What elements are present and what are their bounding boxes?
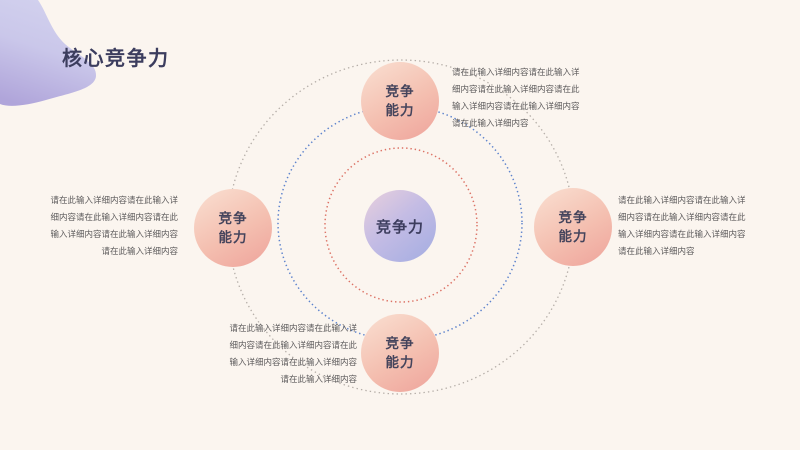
description-right: 请在此输入详细内容请在此输入详细内容请在此输入详细内容请在此输入详细内容请在此输… [618, 195, 746, 256]
middle-blue-ring [277, 105, 523, 341]
satellite-circle-top: 竞争 能力 [361, 62, 439, 140]
satellite-top-label-line2: 能力 [385, 103, 415, 118]
satellite-circle-bottom: 竞争 能力 [361, 314, 439, 392]
center-circle: 竞争力 [364, 190, 436, 262]
center-circle-label: 竞争力 [375, 218, 424, 236]
inner-red-ring [324, 147, 478, 303]
description-bottom: 请在此输入详细内容请在此输入详细内容请在此输入详细内容请在此输入详细内容请在此输… [229, 323, 357, 384]
satellite-right-label-line2: 能力 [558, 229, 588, 244]
satellite-bottom-label-line2: 能力 [385, 355, 415, 370]
satellite-circle-left: 竞争 能力 [194, 189, 272, 267]
description-top: 请在此输入详细内容请在此输入详细内容请在此输入详细内容请在此输入详细内容请在此输… [452, 67, 580, 128]
satellite-top-label-line1: 竞争 [385, 84, 415, 99]
page-title: 核心竞争力 [62, 48, 170, 70]
satellite-left-label-line1: 竞争 [218, 211, 248, 226]
satellite-right-label-line1: 竞争 [558, 210, 588, 225]
satellite-circle-right: 竞争 能力 [534, 188, 612, 266]
corner-blob-decoration [0, 0, 97, 106]
satellite-bottom-label-line1: 竞争 [385, 336, 415, 351]
description-left: 请在此输入详细内容请在此输入详细内容请在此输入详细内容请在此输入详细内容请在此输… [50, 195, 178, 256]
satellite-left-label-line2: 能力 [218, 230, 248, 245]
